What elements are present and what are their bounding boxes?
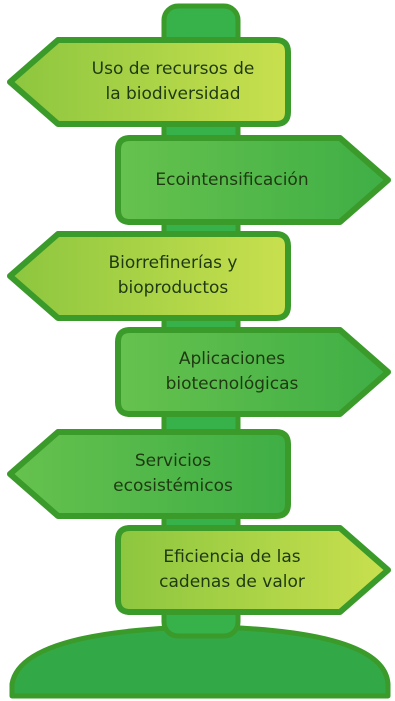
sign-biodiversity-resources	[7, 37, 291, 127]
sign-ecointensification	[115, 135, 391, 225]
sign-biorefineries	[7, 231, 291, 321]
sign-label-ecosystem-services: Servicios ecosistémicos	[113, 451, 233, 496]
ground-mound	[9, 625, 391, 699]
sign-label-biotech-applications: Aplicaciones biotecnológicas	[165, 349, 299, 394]
sign-shapes	[7, 37, 391, 615]
sign-label-ecointensification: Ecointensificación	[155, 169, 309, 190]
sign-label-value-chain-efficiency: Eficiencia de las cadenas de valor	[159, 547, 305, 592]
sign-label-biodiversity-resources: Uso de recursos de la biodiversidad	[91, 59, 255, 104]
sign-value-chain-efficiency	[115, 525, 391, 615]
sign-biotech-applications	[115, 327, 391, 417]
sign-ecosystem-services	[7, 429, 291, 519]
sign-label-biorefineries: Biorrefinerías y bioproductos	[108, 253, 238, 298]
